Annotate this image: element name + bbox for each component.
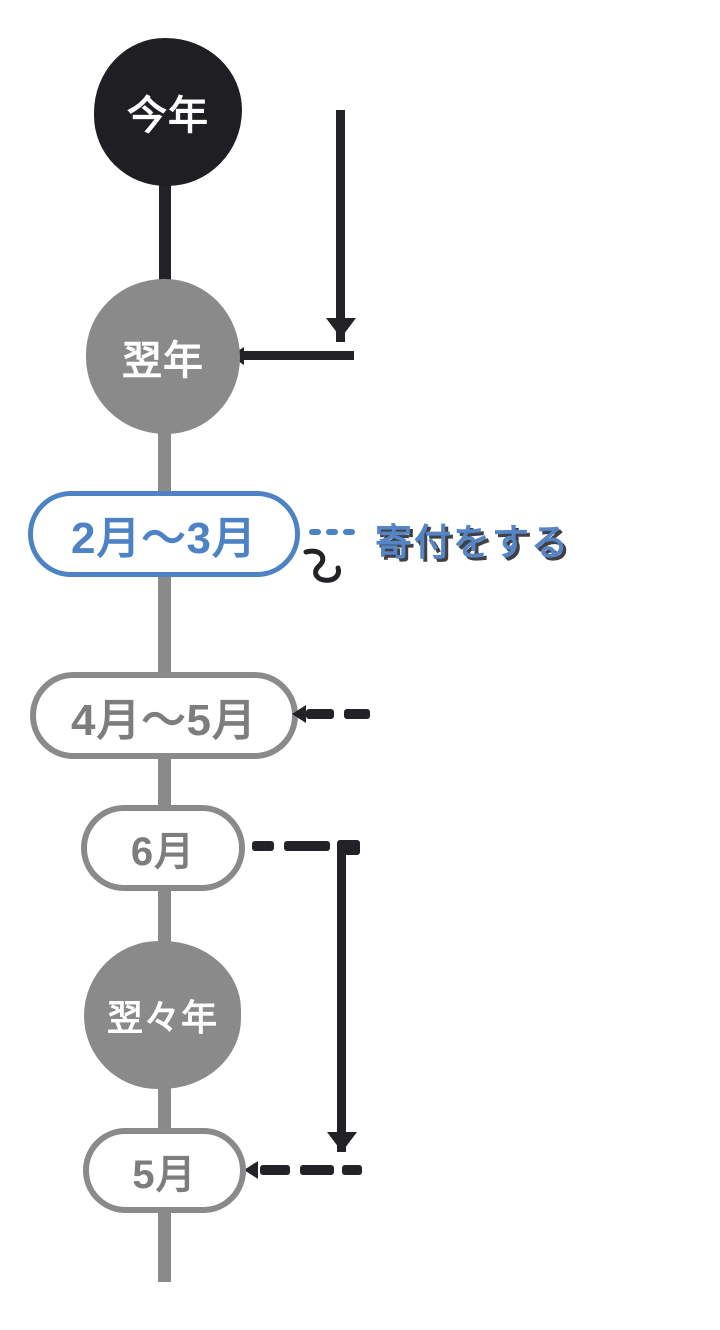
bracket2-bottom-dash (300, 1165, 334, 1175)
bracket2-bottom-dash (260, 1165, 290, 1175)
bracket2-bottom-dash (342, 1165, 362, 1175)
node-next-year: 翌年 (86, 279, 240, 434)
arrow-down-icon (327, 1132, 357, 1152)
annotation-dash (326, 529, 338, 535)
node-may: 5月 (83, 1128, 246, 1213)
hand-drawn-scribble (303, 548, 341, 583)
node-next-year-label: 翌年 (122, 338, 204, 383)
timeline-spine-dark (159, 158, 171, 303)
node-june-label: 6月 (130, 830, 196, 874)
node-year-after-next: 翌々年 (84, 941, 241, 1089)
annotation-donate: 寄付をする (375, 522, 570, 563)
bracket2-vertical-line (337, 852, 346, 1152)
node-this-year: 今年 (94, 38, 242, 186)
node-this-year-label: 今年 (127, 94, 209, 138)
node-feb-mar-label: 2月〜3月 (71, 514, 257, 563)
node-feb-mar: 2月〜3月 (28, 491, 300, 577)
bracket2-corner (337, 840, 360, 855)
node-may-label: 5月 (132, 1152, 197, 1197)
pointer-dash (306, 709, 334, 719)
bracket2-top-dash (252, 841, 274, 851)
arrow-down-icon (326, 318, 356, 338)
pointer-dash (344, 709, 370, 719)
arrow-left-icon (292, 705, 306, 723)
bracket1-vertical-line (336, 110, 345, 342)
bracket1-horizontal-line (243, 351, 354, 360)
node-apr-may: 4月〜5月 (30, 672, 298, 759)
annotation-dash (309, 529, 321, 535)
node-year-after-next-label: 翌々年 (106, 997, 218, 1038)
arrow-left-icon (244, 1161, 258, 1179)
annotation-dash (343, 529, 355, 535)
node-apr-may-label: 4月〜5月 (71, 695, 257, 745)
bracket2-top-dash (284, 841, 330, 851)
node-june: 6月 (81, 805, 245, 891)
